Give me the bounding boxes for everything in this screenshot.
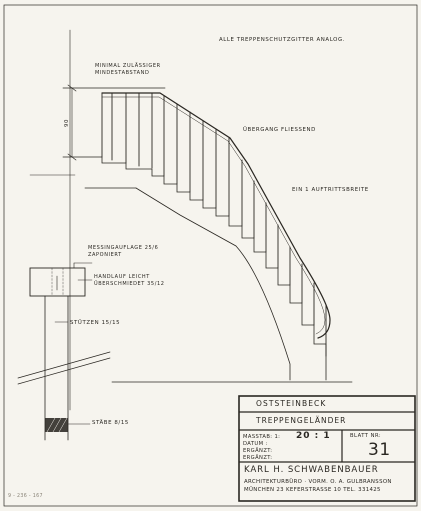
sheet-number-label: BLATT NR: bbox=[350, 433, 382, 439]
posts-note: STÜTZEN 15/15 bbox=[70, 320, 121, 326]
brass-cap-note-line1: MESSINGAUFLAGE 25/6 bbox=[88, 245, 159, 251]
min-spacing-note-line2: MINDESTABSTAND bbox=[95, 70, 150, 76]
handrail-note-line2: ÜBERSCHMIEDET 35/12 bbox=[94, 281, 165, 287]
scale-label: MASSTAB: 1: bbox=[243, 434, 281, 440]
transition-note: ÜBERGANG FLIESSEND bbox=[243, 127, 316, 133]
min-spacing-note-line1: MINIMAL ZULÄSSIGER bbox=[95, 63, 161, 69]
title-block-frame bbox=[238, 395, 416, 502]
archive-mark: 9 - 236 - 167 bbox=[8, 494, 43, 499]
scale-value: 20 : 1 bbox=[296, 431, 331, 441]
stringer-underside bbox=[135, 187, 291, 381]
sheet-number: 31 bbox=[368, 440, 391, 460]
height-dimension-label: 90 bbox=[64, 118, 70, 127]
firm-address: MÜNCHEN 23 KEFERSTRASSE 10 TEL. 331425 bbox=[244, 487, 381, 493]
stair-steps bbox=[101, 156, 327, 381]
firm-line: ARCHITEKTURBÜRO · VORM. O. A. GULBRANSSO… bbox=[244, 479, 392, 485]
bars-note: STÄBE 8/15 bbox=[92, 420, 129, 426]
brass-cap-note-line2: ZAPONIERT bbox=[88, 252, 122, 258]
supplemented-label-2: ERGÄNZT: bbox=[243, 455, 273, 461]
firm-name: KARL H. SCHWABENBAUER bbox=[244, 465, 379, 475]
break-line-1 bbox=[17, 351, 111, 379]
date-label: DATUM : bbox=[243, 441, 268, 447]
drawing-subject: TREPPENGELÄNDER bbox=[256, 416, 347, 425]
sheet-border bbox=[3, 4, 418, 507]
break-line-2 bbox=[17, 357, 111, 385]
post-cap-detail bbox=[29, 267, 86, 297]
header-note: ALLE TREPPENSCHUTZGITTER ANALOG. bbox=[219, 37, 346, 43]
handrail-inner bbox=[101, 96, 326, 335]
handrail-note-line1: HANDLAUF LEICHT bbox=[94, 274, 150, 280]
supplemented-label-1: ERGÄNZT: bbox=[243, 448, 273, 454]
tread-width-note: EIN 1 AUFTRITTSBREITE bbox=[292, 187, 369, 193]
project-name: OSTSTEINBECK bbox=[256, 399, 327, 408]
balusters bbox=[101, 92, 327, 357]
bar-section-hatch bbox=[45, 418, 68, 432]
